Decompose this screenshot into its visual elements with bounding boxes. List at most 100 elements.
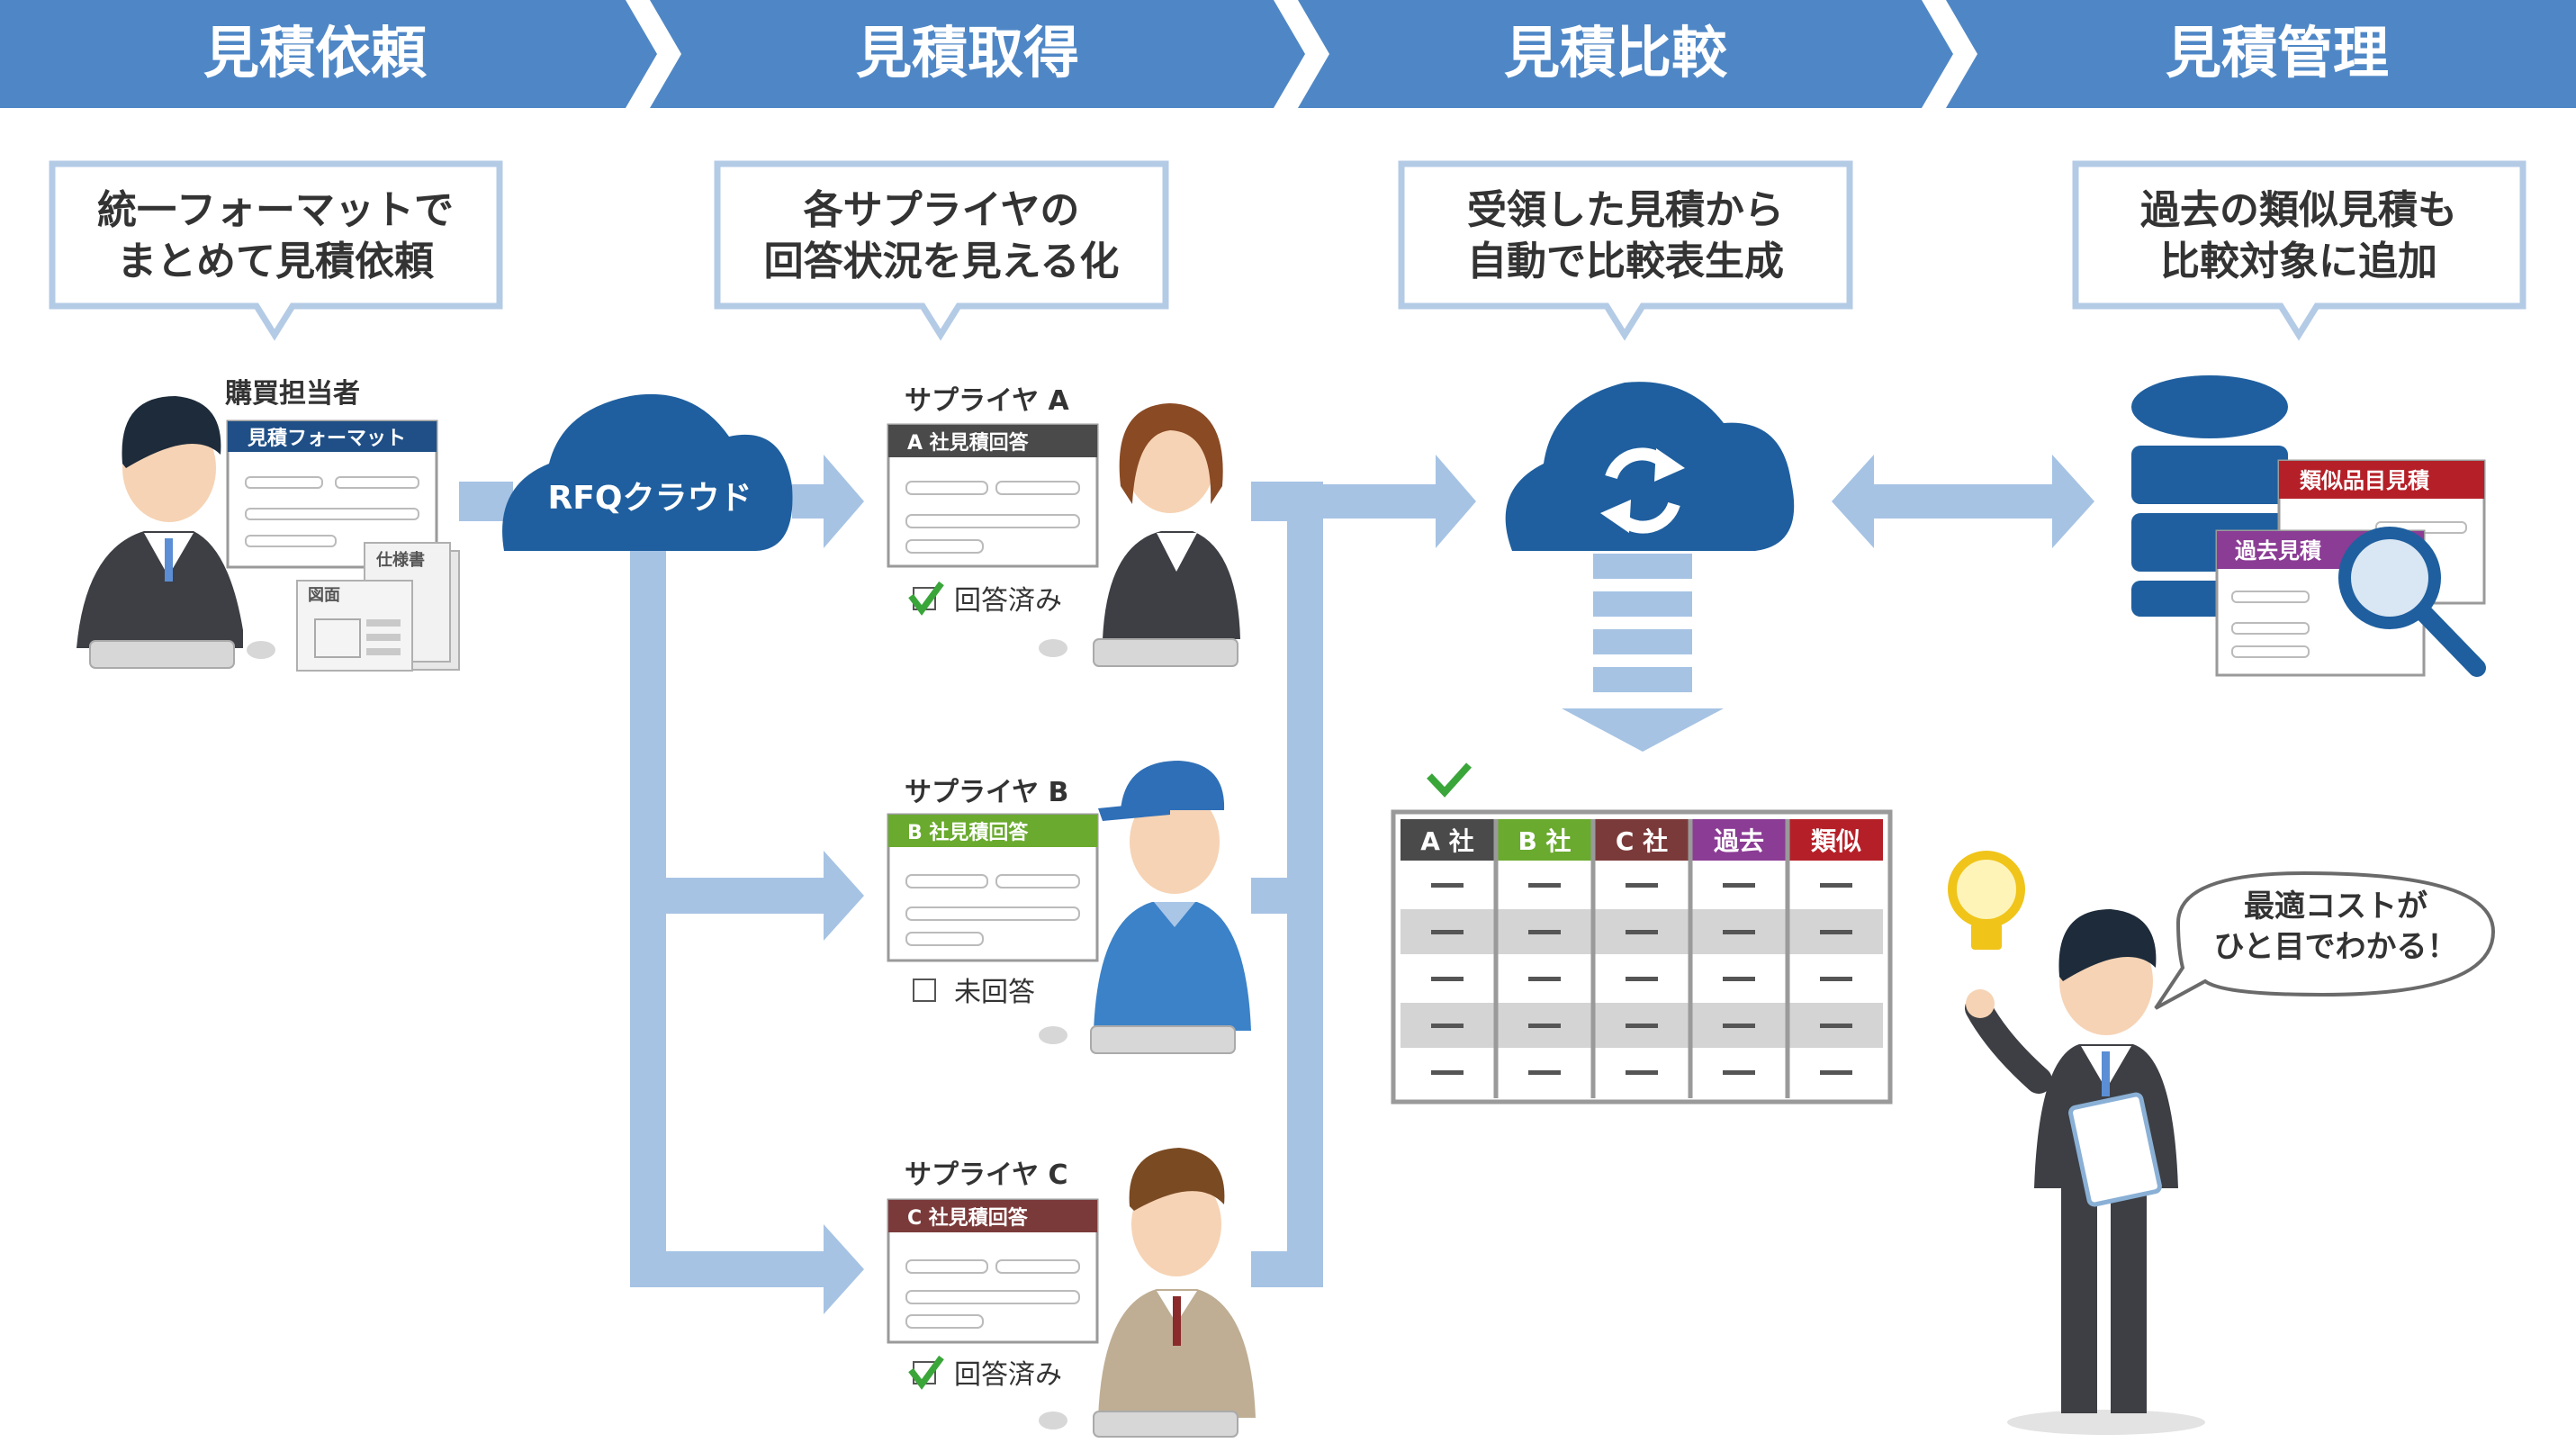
table-header-cell bbox=[1789, 819, 1883, 861]
buyer-person bbox=[77, 396, 243, 648]
supplier-card-title: A 社見積回答 bbox=[907, 431, 1030, 455]
speech-line: ひと目でわかる！ bbox=[2214, 929, 2458, 965]
clipboard-icon bbox=[2068, 1092, 2162, 1207]
status-checkbox bbox=[913, 979, 936, 1002]
callout-4: 過去の類似見積も 比較対象に追加 bbox=[2072, 160, 2526, 341]
header-steps: 見積依頼 見積取得 見積比較 見積管理 bbox=[0, 0, 2576, 108]
supplier-c: サプライヤ C C 社見積回答 回答済み bbox=[887, 1148, 1256, 1438]
step-chevron-2 bbox=[650, 0, 1305, 108]
management-section: 類似品目見積 過去見積 bbox=[2131, 375, 2486, 677]
magnifier-icon bbox=[2338, 527, 2486, 677]
check-icon bbox=[908, 1355, 944, 1390]
callout-line: 各サプライヤの bbox=[804, 187, 1080, 233]
drawing-label: 図面 bbox=[308, 586, 340, 605]
supplier-status: 回答済み bbox=[954, 585, 1062, 617]
callout-line: まとめて見積依頼 bbox=[117, 239, 435, 284]
down-arrow-head bbox=[1562, 708, 1724, 752]
step-label: 見積比較 bbox=[1504, 20, 1728, 86]
buyer-label: 購買担当者 bbox=[225, 378, 360, 410]
flow-trunk-left bbox=[630, 549, 666, 1287]
comparison-table: A 社 B 社 C 社 過去 類似 bbox=[1391, 762, 1893, 1105]
card-similar-title: 類似品目見積 bbox=[2300, 468, 2429, 493]
supplier-name: サプライヤ C bbox=[905, 1159, 1068, 1191]
keyboard-icon bbox=[89, 640, 235, 669]
sync-arrowhead bbox=[1654, 448, 1685, 482]
presenter-person bbox=[1965, 909, 2205, 1435]
table-header-cell bbox=[1401, 819, 1494, 861]
keyboard-icon bbox=[1093, 1411, 1238, 1438]
down-arrow-bar bbox=[1593, 629, 1692, 654]
supplier-status: 未回答 bbox=[954, 977, 1035, 1008]
speech-bubble: 最適コストが ひと目でわかる！ bbox=[2154, 870, 2496, 1010]
flow-trunk-right bbox=[1287, 482, 1323, 1287]
callout-1: 統一フォーマットで まとめて見積依頼 bbox=[49, 160, 503, 341]
table-header-cell bbox=[1498, 819, 1591, 861]
form-title: 見積フォーマット bbox=[248, 428, 406, 450]
supplier-card-header bbox=[888, 815, 1097, 847]
mouse-icon bbox=[1039, 1411, 1067, 1429]
supplier-a-person bbox=[1103, 403, 1240, 639]
document-stack: 仕様書 図面 bbox=[296, 542, 460, 672]
callout-line: 比較対象に追加 bbox=[2160, 239, 2437, 284]
card-past-title: 過去見積 bbox=[2235, 538, 2321, 564]
supplier-c-person bbox=[1098, 1148, 1256, 1418]
check-icon bbox=[908, 581, 944, 616]
supplier-card-title: B 社見積回答 bbox=[907, 821, 1029, 844]
table-column-dividers bbox=[1493, 819, 1790, 1098]
buyer-section: 購買担当者 見積フォーマット 仕様書 図面 bbox=[77, 378, 460, 672]
insight-section: 最適コストが ひと目でわかる！ bbox=[1948, 851, 2496, 1435]
flow-arrows bbox=[459, 455, 2094, 1314]
callout-line: 自動で比較表生成 bbox=[1467, 239, 1784, 284]
supplier-b: サプライヤ B B 社見積回答 未回答 bbox=[887, 761, 1251, 1054]
table-header-label: 過去 bbox=[1714, 826, 1764, 856]
arrow-to-compare-cloud bbox=[1323, 455, 1476, 548]
rfq-cloud: RFQクラウド bbox=[502, 393, 793, 551]
keyboard-icon bbox=[1090, 1025, 1236, 1054]
arrow-to-supplier-b bbox=[824, 851, 864, 941]
table-header-label: A 社 bbox=[1420, 826, 1473, 856]
down-arrow-bar bbox=[1593, 591, 1692, 617]
step-chevron-1 bbox=[0, 0, 657, 108]
supplier-card-title: C 社見積回答 bbox=[907, 1206, 1029, 1230]
speech-line: 最適コストが bbox=[2244, 888, 2427, 924]
sync-arrowhead bbox=[1600, 500, 1631, 533]
table-dash-cells bbox=[1431, 883, 1852, 1075]
callout-line: 統一フォーマットで bbox=[97, 187, 454, 233]
check-icon bbox=[1427, 762, 1472, 798]
spec-label: 仕様書 bbox=[375, 550, 425, 570]
table-header-label: B 社 bbox=[1518, 826, 1571, 856]
mouse-icon bbox=[247, 641, 275, 659]
table-header-cell bbox=[1692, 819, 1786, 861]
callout-line: 受領した見積から bbox=[1467, 187, 1784, 233]
step-chevron-4 bbox=[1946, 0, 2576, 108]
lightbulb-icon bbox=[1948, 851, 2025, 950]
callout-3: 受領した見積から 自動で比較表生成 bbox=[1398, 160, 1853, 341]
comparison-cloud bbox=[1505, 382, 1795, 551]
double-arrow-management bbox=[1832, 455, 2094, 548]
step-chevron-3 bbox=[1298, 0, 1953, 108]
cloud-label: RFQクラウド bbox=[548, 480, 752, 517]
down-arrow-bar bbox=[1593, 554, 1692, 579]
callouts: 統一フォーマットで まとめて見積依頼 各サプライヤの 回答状況を見える化 受領し… bbox=[49, 160, 2526, 341]
supplier-name: サプライヤ B bbox=[905, 777, 1068, 808]
step-label: 見積依頼 bbox=[203, 20, 428, 86]
flow-branch-b bbox=[666, 878, 828, 914]
callout-2: 各サプライヤの 回答状況を見える化 bbox=[714, 160, 1169, 341]
supplier-a: サプライヤ A A 社見積回答 回答済み bbox=[887, 385, 1240, 667]
callout-line: 過去の類似見積も bbox=[2140, 187, 2457, 233]
supplier-status: 回答済み bbox=[954, 1359, 1062, 1391]
table-header-label: 類似 bbox=[1811, 826, 1861, 856]
flow-branch-c bbox=[666, 1251, 828, 1287]
arrow-to-supplier-c bbox=[824, 1224, 864, 1314]
arrow-to-supplier-a bbox=[792, 455, 864, 548]
table-header-label: C 社 bbox=[1616, 826, 1668, 856]
supplier-card-header bbox=[888, 425, 1097, 457]
step-label: 見積取得 bbox=[856, 20, 1079, 86]
callout-line: 回答状況を見える化 bbox=[764, 239, 1120, 284]
down-arrow-bar bbox=[1593, 667, 1692, 692]
keyboard-icon bbox=[1093, 638, 1238, 667]
table-header-cell bbox=[1595, 819, 1689, 861]
supplier-name: サプライヤ A bbox=[905, 385, 1070, 417]
supplier-card-header bbox=[888, 1200, 1097, 1232]
